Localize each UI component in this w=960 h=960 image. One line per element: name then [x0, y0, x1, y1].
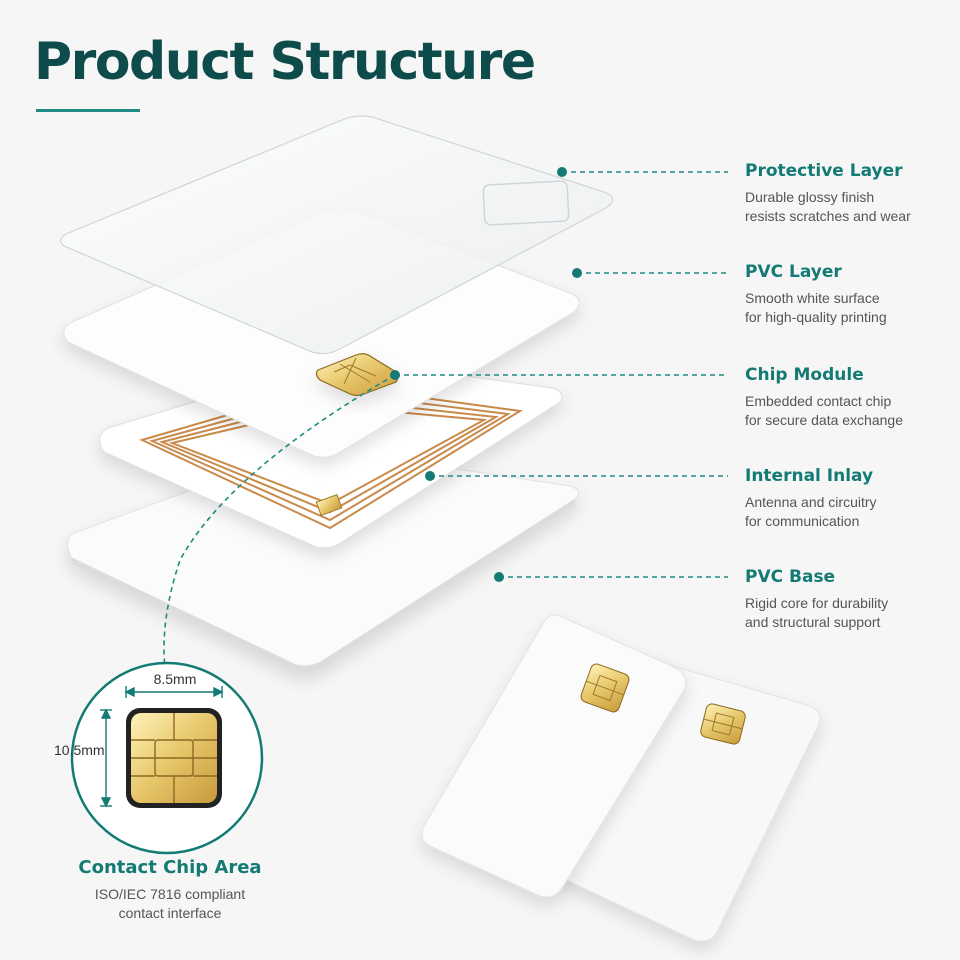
finished-card-front — [421, 614, 687, 898]
chip-width-label: 8.5mm — [153, 671, 197, 687]
leader-dot-inlay — [425, 471, 435, 481]
leader-dot-chip — [390, 370, 400, 380]
label-title: PVC Base — [745, 567, 836, 587]
label-title: Protective Layer — [745, 161, 903, 181]
protective-layer-card — [59, 115, 614, 355]
contact-chip-detail — [70, 661, 264, 855]
leader-dot-pvc — [572, 268, 582, 278]
leader-dot-protective — [557, 167, 567, 177]
chip-area-title: Contact Chip Area — [78, 857, 262, 878]
page-title: Product Structure — [34, 32, 536, 92]
label-title: Internal Inlay — [745, 466, 874, 486]
leader-dot-base — [494, 572, 504, 582]
chip-height-label: 10.5mm — [54, 742, 105, 758]
label-title: Chip Module — [745, 365, 864, 385]
label-title: PVC Layer — [745, 262, 842, 282]
title-underline — [36, 109, 140, 112]
